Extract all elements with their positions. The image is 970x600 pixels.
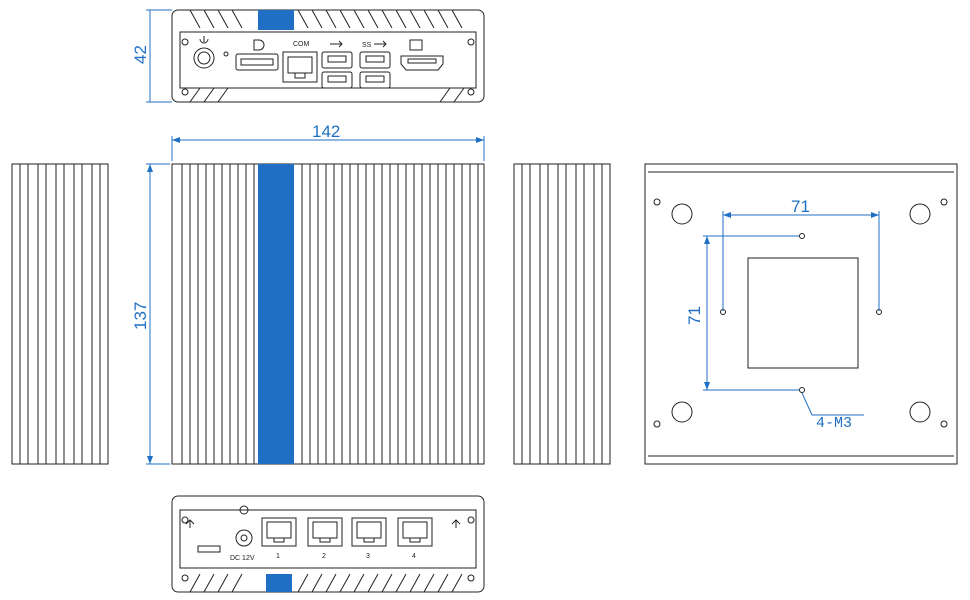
- com-port: COM: [282, 41, 318, 83]
- usb-icon: [321, 40, 353, 89]
- lan-port: 3: [351, 517, 387, 560]
- top-view-accent-stripe: [258, 164, 294, 464]
- lan-port: 2: [307, 517, 343, 560]
- usb3-port-group: SS: [359, 40, 391, 89]
- height-value: 42: [131, 45, 150, 64]
- depth-value: 137: [131, 302, 150, 330]
- front-view: COM SS: [131, 9, 485, 103]
- right-side-view: [513, 163, 611, 465]
- vesa-vertical-dimension: 71: [685, 235, 799, 391]
- power-icon: [193, 36, 215, 69]
- top-accent-stripe: [258, 10, 294, 30]
- lan-port-label: 2: [322, 553, 326, 560]
- lan-port: 4: [397, 517, 433, 560]
- dc-power-icon: DC 12V: [230, 505, 255, 562]
- displayport-icon: [235, 39, 279, 71]
- lan-port-label: 4: [412, 553, 416, 560]
- usb3-label: SS: [362, 42, 372, 49]
- dc-label: DC 12V: [230, 555, 255, 562]
- lan-port-label: 1: [276, 553, 280, 560]
- vesa-holes: [720, 233, 882, 393]
- left-side-view: [11, 163, 109, 465]
- width-value: 142: [312, 122, 340, 141]
- vesa-vertical-value: 71: [685, 306, 704, 325]
- rear-view: DC 12V 1 2 3 4: [171, 495, 485, 593]
- hdmi-icon: [400, 39, 444, 71]
- screw-callout: 4-M3: [801, 392, 864, 432]
- bottom-view: 71 71 4-M3: [644, 163, 958, 465]
- height-dimension: 42: [131, 9, 172, 103]
- screw-callout-label: 4-M3: [816, 415, 852, 432]
- width-dimension: 142: [171, 122, 485, 161]
- rear-accent-stripe: [266, 574, 292, 592]
- wifi-antenna-icon: [185, 519, 461, 528]
- com-label: COM: [293, 41, 310, 48]
- top-view: [171, 163, 485, 465]
- vesa-horizontal-dimension: 71: [722, 197, 880, 311]
- ethernet-icon: 1 2 3 4: [261, 517, 433, 560]
- depth-dimension: 137: [131, 163, 170, 465]
- lan-port-label: 3: [366, 553, 370, 560]
- vesa-horizontal-value: 71: [791, 197, 810, 216]
- lan-port: 1: [261, 517, 297, 560]
